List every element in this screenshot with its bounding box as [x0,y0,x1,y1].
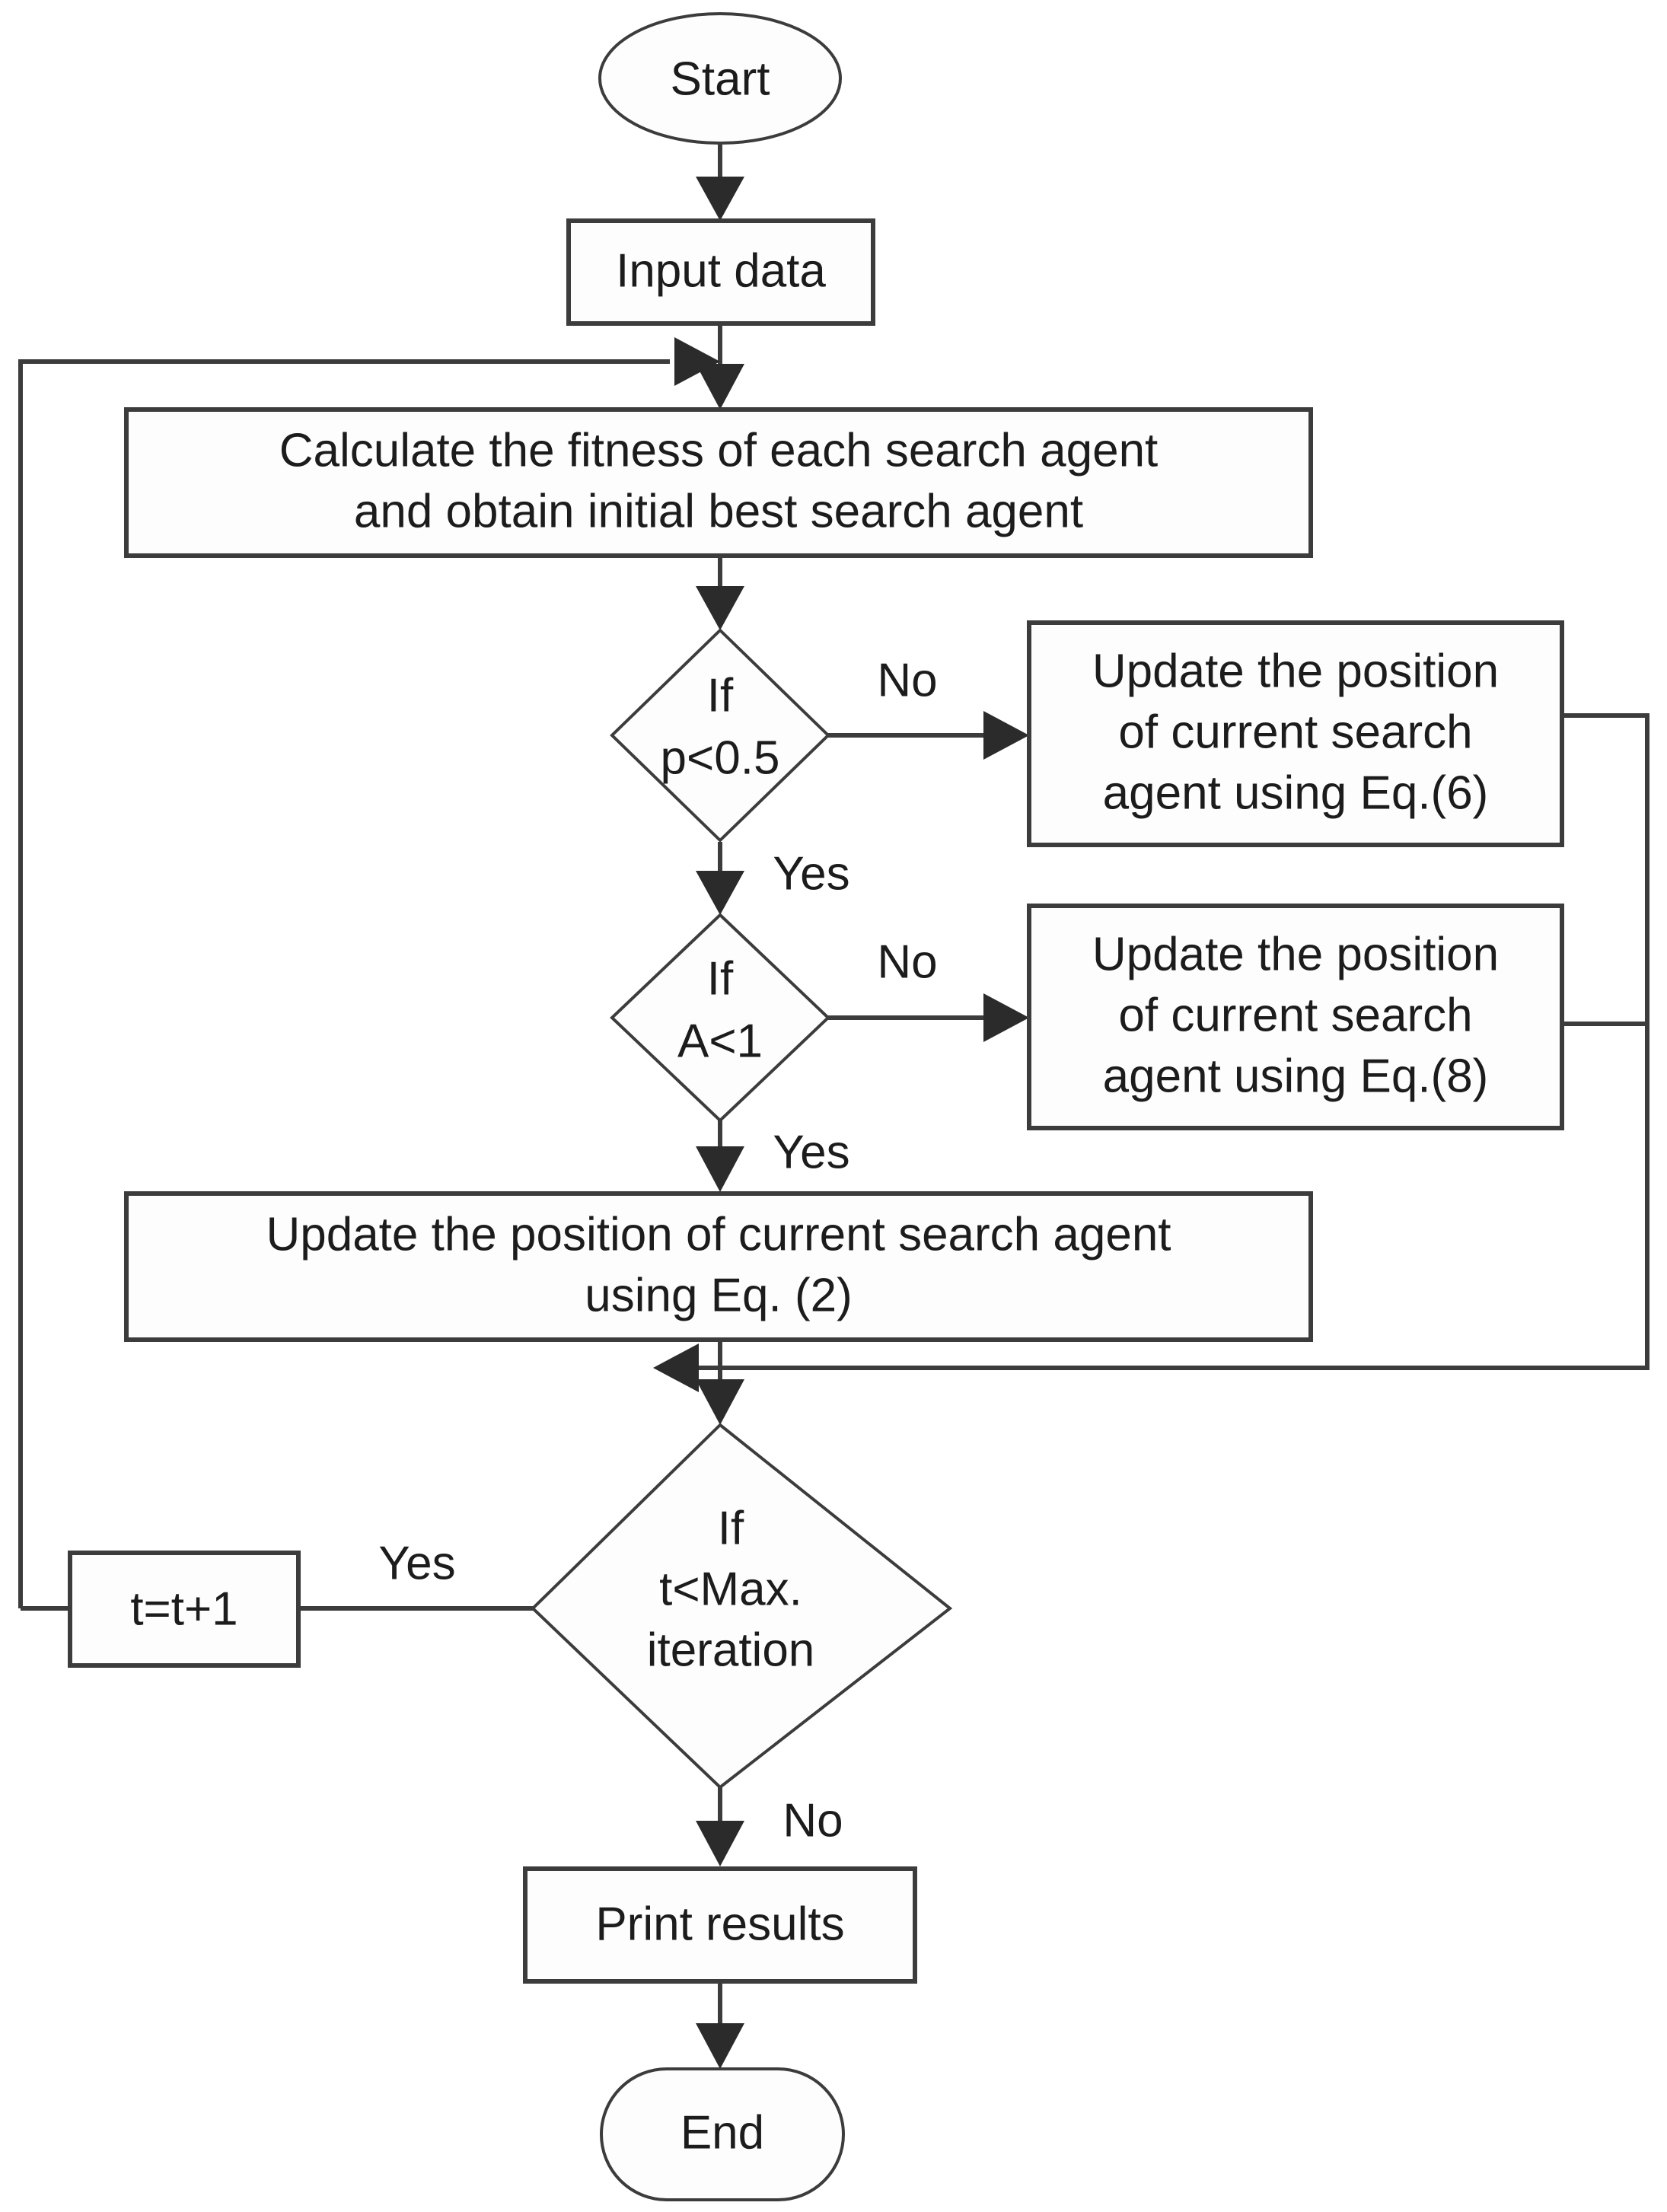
decision-max-line-2: t<Max. [659,1563,802,1615]
update-eq8-line-1: Update the position [1092,928,1499,980]
decision-a-diamond [610,913,830,1123]
arrowhead-ifmax-no-to-print [696,1821,744,1866]
node-update-eq2[interactable]: Update the position of current search ag… [124,1191,1313,1342]
node-increment-t[interactable]: t=t+1 [68,1551,301,1668]
update-eq6-line-1: Update the position [1092,645,1499,697]
input-data-box [566,218,875,326]
end-label: End [681,2106,764,2159]
arrowhead-loop-back-to-calc [674,337,720,386]
edge-labels: No Yes No Yes Yes No [378,654,937,1847]
input-data-label: Input data [616,244,826,297]
edge-eq6-to-merge [693,713,1649,1370]
arrowhead-ifa-yes-to-eq2 [696,1146,744,1192]
update-eq6-box [1027,620,1564,847]
decision-a-line-1: If [707,952,734,1005]
edge-loop-back-to-calc [18,359,670,1608]
connectors: Eq.(6) --> If A<1 --> Eq.(8) --> Eq.(2) … [18,145,1649,2069]
decision-a-line-2: A<1 [677,1015,763,1067]
update-eq2-line-2: using Eq. (2) [585,1269,853,1321]
edge-label-ifmax-no: No [783,1794,843,1847]
arrowhead-input-to-calc [696,364,744,410]
calculate-fitness-line-1: Calculate the fitness of each search age… [279,424,1159,477]
node-input-data[interactable]: Input data [566,218,875,326]
node-decision-a[interactable]: If A<1 [610,913,830,1123]
print-results-label: Print results [595,1898,844,1950]
end-terminal-shape [600,2067,845,2201]
node-end[interactable]: End [600,2067,845,2201]
increment-t-label: t=t+1 [130,1583,237,1635]
node-start[interactable]: Start [598,12,842,145]
update-eq6-line-3: agent using Eq.(6) [1103,767,1489,819]
decision-p-line-2: p<0.5 [661,731,780,784]
calculate-fitness-box [124,407,1313,558]
update-eq8-line-2: of current search [1118,989,1472,1041]
decision-max-line-3: iteration [647,1624,815,1676]
node-decision-p[interactable]: If p<0.5 [610,628,830,843]
update-eq6-line-2: of current search [1118,706,1472,758]
arrowhead-eq2-to-ifmax [696,1379,744,1425]
calculate-fitness-line-2: and obtain initial best search agent [354,485,1083,537]
arrowhead-ifp-yes-to-ifa [696,871,744,915]
update-eq2-box [124,1191,1313,1342]
decision-p-diamond [610,628,830,843]
node-decision-max-iteration[interactable]: If t<Max. iteration [531,1423,953,1790]
decision-max-iteration-diamond [531,1423,953,1790]
update-eq8-box [1027,904,1564,1130]
start-ellipse [598,12,842,145]
node-update-eq8[interactable]: Update the position of current search ag… [1027,904,1564,1130]
edge-label-ifp-no: No [877,654,937,706]
edge-label-ifp-yes: Yes [773,847,849,900]
decision-p-line-1: If [707,669,734,722]
increment-t-box [68,1551,301,1668]
arrowhead-calc-to-ifp [696,586,744,630]
arrowhead-ifa-no-to-eq8 [983,993,1029,1042]
update-eq8-line-3: agent using Eq.(8) [1103,1050,1489,1102]
decision-max-line-1: If [718,1502,744,1554]
edge-label-ifmax-yes: Yes [378,1537,455,1589]
arrowhead-merge-into-main [653,1343,699,1392]
update-eq2-line-1: Update the position of current search ag… [266,1208,1171,1261]
arrowhead-print-to-end [696,2023,744,2069]
arrowhead-start-to-input [696,177,744,221]
edge-label-ifa-no: No [877,935,937,988]
arrowhead-ifp-no-to-eq6 [983,711,1029,760]
print-results-box [523,1866,917,1984]
start-label: Start [671,53,770,105]
node-calculate-fitness[interactable]: Calculate the fitness of each search age… [124,407,1313,558]
node-update-eq6[interactable]: Update the position of current search ag… [1027,620,1564,847]
node-print-results[interactable]: Print results [523,1866,917,1984]
edge-label-ifa-yes: Yes [773,1126,849,1178]
